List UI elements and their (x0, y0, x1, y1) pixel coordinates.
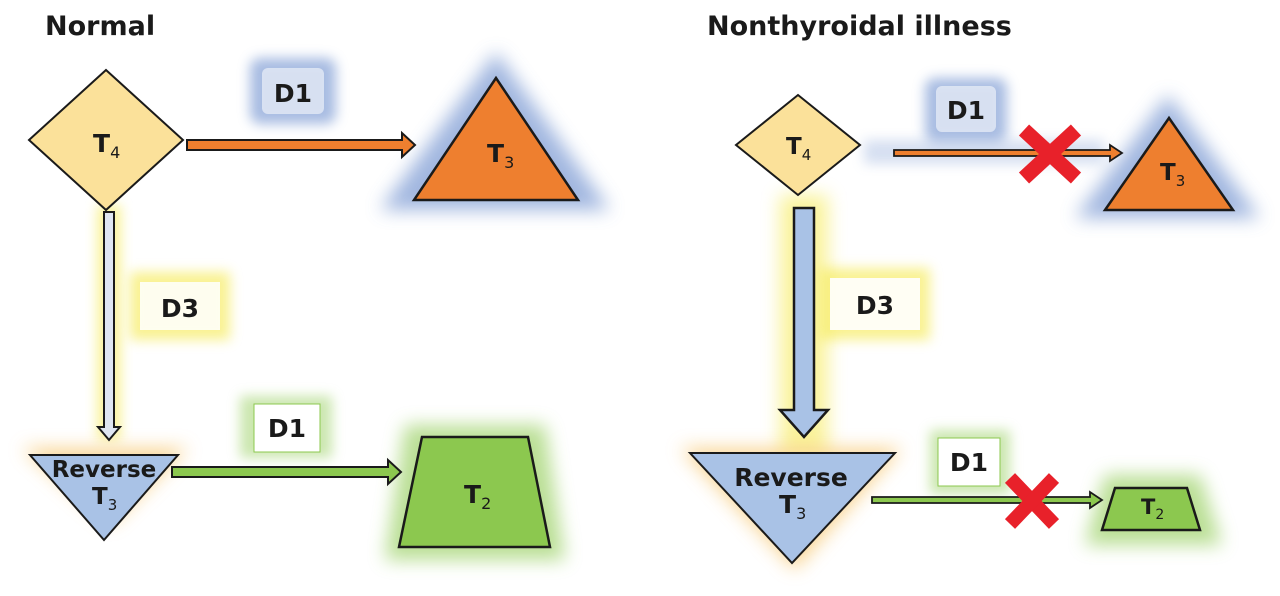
panel-title-normal: Normal (45, 11, 155, 42)
arrow-t4-to-rt3 (95, 211, 123, 442)
t2-trapezoid (397, 435, 552, 549)
arrow-t4-to-t3 (893, 143, 1124, 163)
rt3-label-line2: T3 (92, 484, 117, 514)
rt3-triangle (27, 454, 181, 542)
enzyme-label-d1-t2: D1 (268, 414, 306, 443)
enzyme-box (936, 86, 996, 132)
t4-label: T4 (93, 129, 120, 162)
enzyme-box (253, 403, 321, 453)
panel-illness: Nonthyroidal illness D1 D3 D1 T4 T3 Reve… (680, 11, 1260, 570)
enzyme-box (140, 282, 220, 330)
x-mark-icon (1004, 473, 1060, 529)
rt3-triangle (687, 452, 898, 565)
enzyme-label-d3: D3 (161, 294, 199, 323)
t4-diamond (27, 68, 185, 212)
enzyme-box (830, 278, 920, 330)
arrow-t4-to-t3 (186, 130, 417, 160)
rt3-label-line1: Reverse (52, 457, 157, 483)
rt3-label-line1: Reverse (734, 463, 848, 492)
t4-label: T4 (786, 134, 811, 164)
enzyme-label-d1-t3: D1 (274, 79, 312, 108)
enzyme-label-d1-t2: D1 (950, 448, 988, 477)
t2-trapezoid (1100, 486, 1202, 532)
enzyme-label-d3: D3 (856, 291, 894, 320)
panel-normal: Normal D1 D3 D1 T4 T3 Reverse T3 T2 (22, 11, 610, 560)
t2-label: T2 (464, 480, 491, 513)
t3-label: T3 (487, 139, 514, 172)
t3-label: T3 (1160, 160, 1185, 190)
rt3-label-line2: T3 (779, 490, 806, 523)
t3-triangle (411, 75, 581, 202)
enzyme-box (937, 437, 1001, 487)
enzyme-box (262, 68, 324, 114)
x-mark-icon (1018, 124, 1082, 184)
arrow-rt3-to-t2 (871, 490, 1104, 510)
enzyme-label-d1-t3: D1 (947, 96, 985, 125)
t4-diamond (734, 93, 862, 197)
arrow-rt3-to-t2 (171, 457, 403, 487)
arrow-t4-to-rt3 (777, 206, 831, 439)
panel-title-illness: Nonthyroidal illness (707, 11, 1012, 42)
t2-label: T2 (1141, 495, 1164, 523)
t3-triangle (1102, 115, 1236, 212)
